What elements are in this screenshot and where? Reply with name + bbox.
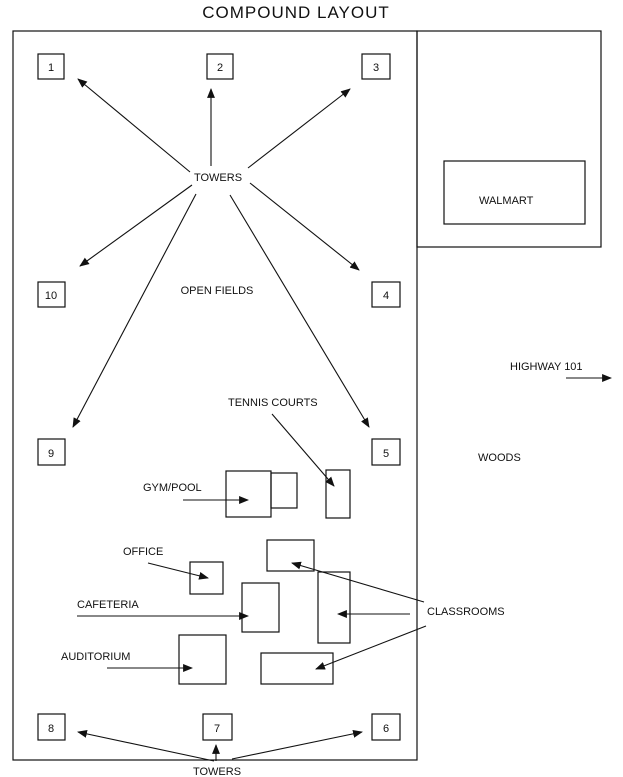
office-label: OFFICE	[123, 546, 163, 558]
cafeteria-label: CAFETERIA	[77, 599, 139, 611]
tennis-courts-label: TENNIS COURTS	[228, 397, 318, 409]
compound-boundary	[12, 30, 418, 761]
tower-7: 7	[202, 713, 233, 741]
walmart-building	[443, 160, 586, 225]
classrooms-label: CLASSROOMS	[427, 606, 505, 618]
tower-4-number: 4	[383, 290, 389, 302]
walmart-label: WALMART	[479, 195, 534, 207]
tower-2: 2	[206, 53, 234, 80]
diagram-title: COMPOUND LAYOUT	[202, 3, 390, 22]
tower-6: 6	[371, 713, 401, 741]
cafeteria-building	[241, 582, 280, 633]
tower-8: 8	[37, 713, 66, 741]
tower-1-number: 1	[48, 62, 54, 74]
classrooms-arrows	[291, 561, 427, 670]
office-building	[189, 561, 224, 595]
pool-building	[270, 472, 298, 509]
tower-6-number: 6	[383, 723, 389, 735]
tower-arrows-bottom	[77, 729, 363, 762]
classroom-building-3	[260, 652, 334, 685]
towers-label-top: TOWERS	[194, 172, 242, 184]
tennis-courts-arrow	[271, 413, 335, 487]
woods-label: WOODS	[478, 452, 521, 464]
walmart-lot	[416, 30, 602, 248]
highway-label: HIGHWAY 101	[510, 361, 583, 373]
gym-building	[225, 470, 272, 518]
tower-5-number: 5	[383, 448, 389, 460]
towers-label-bottom: TOWERS	[193, 766, 241, 777]
tower-2-number: 2	[217, 62, 223, 74]
tower-3: 3	[361, 53, 391, 80]
tower-9-number: 9	[48, 448, 54, 460]
classroom-building-1	[266, 539, 315, 572]
tower-1: 1	[37, 53, 65, 80]
tower-8-number: 8	[48, 723, 54, 735]
tennis-courts-building	[325, 469, 351, 519]
tower-9: 9	[37, 438, 66, 466]
tower-7-number: 7	[214, 723, 220, 735]
tower-4: 4	[371, 281, 401, 308]
open-fields-label: OPEN FIELDS	[181, 285, 254, 297]
classroom-building-2	[317, 571, 351, 644]
tower-5: 5	[371, 438, 401, 466]
tower-10-number: 10	[45, 290, 57, 302]
gym-pool-label: GYM/POOL	[143, 482, 202, 494]
tower-10: 10	[37, 281, 66, 308]
auditorium-building	[178, 634, 227, 685]
tower-3-number: 3	[373, 62, 379, 74]
office-arrow	[147, 562, 209, 580]
tower-arrows-top	[72, 78, 370, 428]
auditorium-label: AUDITORIUM	[61, 651, 130, 663]
